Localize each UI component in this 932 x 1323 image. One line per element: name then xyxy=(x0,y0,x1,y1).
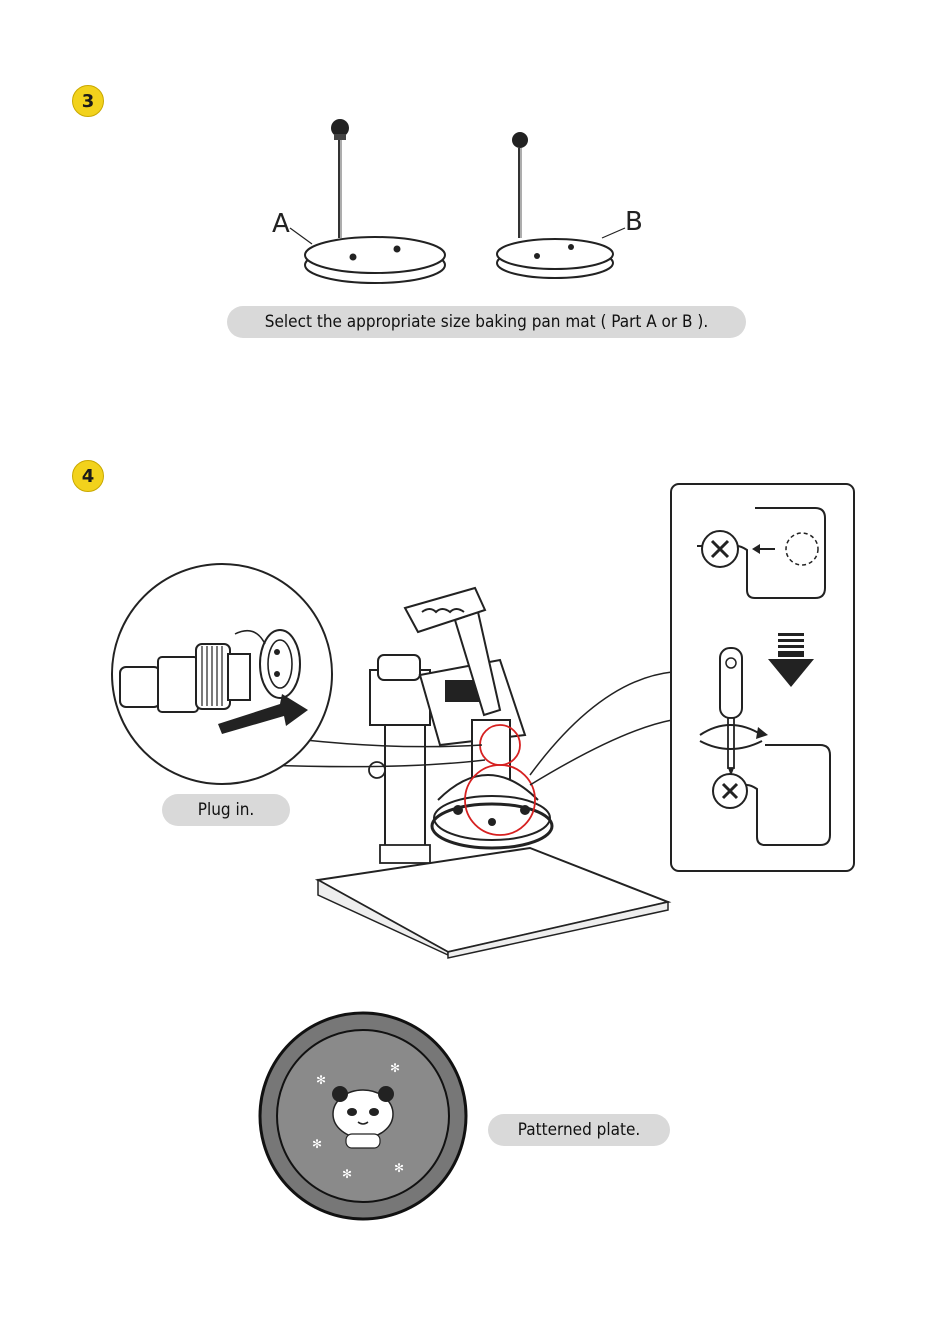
label-b: B xyxy=(625,207,643,237)
screw-detail-panel xyxy=(670,483,856,873)
plug-caption-text: Plug in. xyxy=(198,800,255,820)
svg-text:✻: ✻ xyxy=(394,1161,404,1175)
screw-callout-line xyxy=(530,672,672,775)
svg-text:✻: ✻ xyxy=(342,1167,352,1181)
part-a-mat xyxy=(290,119,445,283)
step-3-badge: 3 xyxy=(72,85,104,117)
patterned-plate: ✻ ✻ ✻ ✻ ✻ xyxy=(258,1010,468,1222)
plug-detail-zoom xyxy=(110,562,335,787)
svg-text:✻: ✻ xyxy=(316,1073,326,1087)
step-3-caption-text: Select the appropriate size baking pan m… xyxy=(265,312,708,332)
step-3-number: 3 xyxy=(82,91,95,112)
part-b-mat xyxy=(497,132,625,278)
column xyxy=(369,655,430,863)
plate-caption-text: Patterned plate. xyxy=(518,1120,641,1140)
svg-text:✻: ✻ xyxy=(312,1137,322,1151)
plug-caption: Plug in. xyxy=(162,794,290,826)
step-4-badge: 4 xyxy=(72,460,104,492)
baking-mat-illustration: A B xyxy=(250,110,670,290)
plate-caption: Patterned plate. xyxy=(488,1114,670,1146)
label-a: A xyxy=(272,209,290,239)
step-3-caption: Select the appropriate size baking pan m… xyxy=(227,306,746,338)
base-plate xyxy=(318,848,668,958)
screw-callout-line-2 xyxy=(530,720,672,785)
step-4-number: 4 xyxy=(82,466,95,487)
svg-text:✻: ✻ xyxy=(390,1061,400,1075)
